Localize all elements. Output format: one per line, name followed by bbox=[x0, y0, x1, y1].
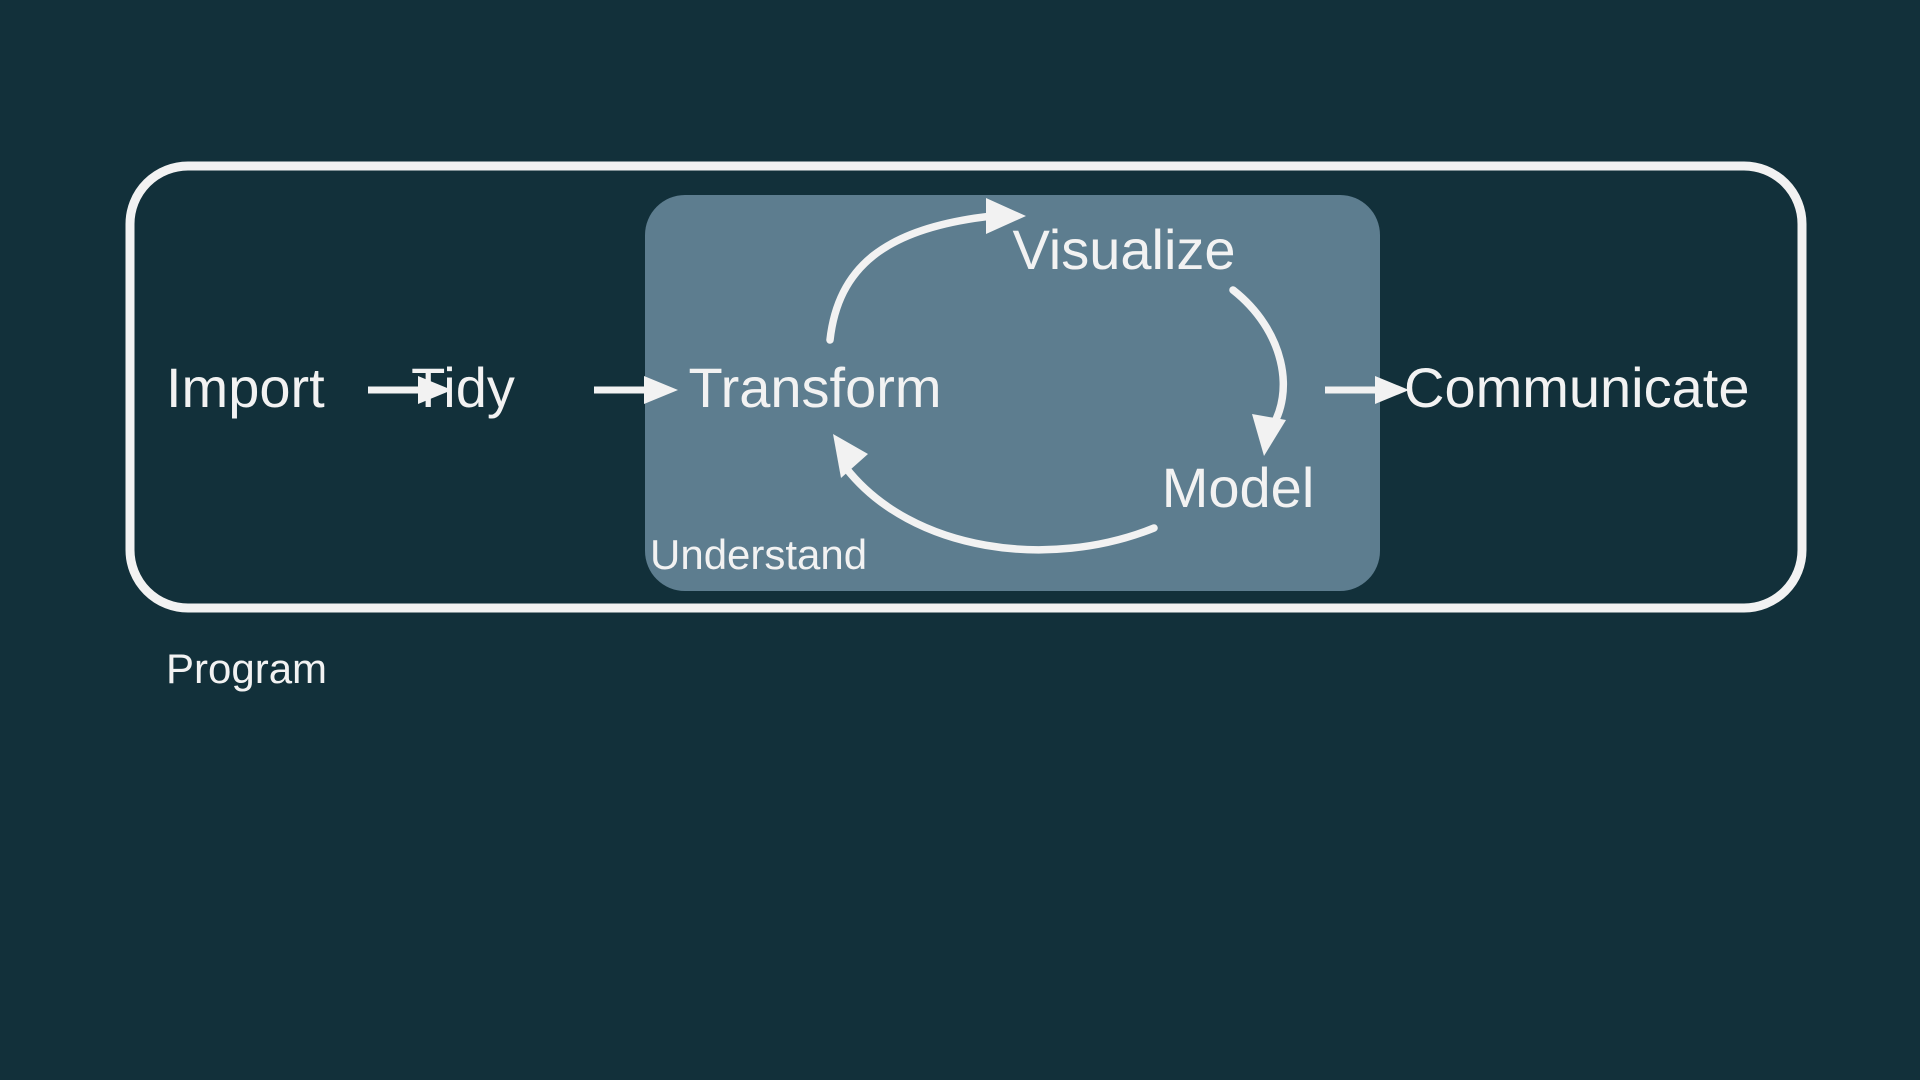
arrow-tidy-to-transform bbox=[594, 376, 678, 404]
understand-group-panel bbox=[645, 195, 1380, 591]
program-group-frame bbox=[125, 161, 1807, 613]
arrow-model-to-communicate bbox=[1325, 376, 1409, 404]
arrow-import-to-tidy bbox=[368, 376, 452, 404]
arrow-transform-to-visualize bbox=[826, 198, 1026, 344]
program-group-label: Program bbox=[166, 645, 327, 692]
stage-label-transform: Transform bbox=[688, 356, 941, 419]
arrow-model-to-transform bbox=[833, 434, 1158, 554]
stage-label-communicate: Communicate bbox=[1404, 356, 1749, 419]
stage-label-model: Model bbox=[1162, 456, 1315, 519]
stage-label-tidy: Tidy bbox=[411, 356, 515, 419]
understand-group-label: Understand bbox=[650, 531, 867, 578]
arrow-visualize-to-model bbox=[1229, 286, 1288, 456]
stage-label-visualize: Visualize bbox=[1012, 218, 1235, 281]
stage-label-import: Import bbox=[166, 356, 325, 419]
